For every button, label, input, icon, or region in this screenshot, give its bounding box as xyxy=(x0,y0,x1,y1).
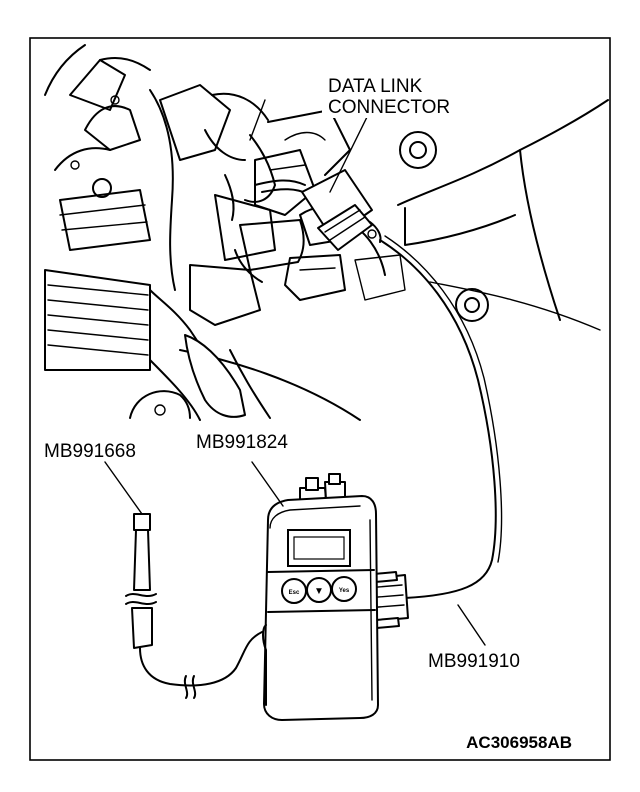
leader-mb991910 xyxy=(457,604,486,646)
leader-mb991668 xyxy=(104,461,143,515)
tester-button-right-label: Yes xyxy=(339,588,350,594)
leader-mb991824 xyxy=(251,461,284,507)
tester-button-right: Yes xyxy=(331,576,357,602)
callout-data-link-connector-line1: DATA LINK xyxy=(328,76,423,97)
cable-mb991910 xyxy=(379,239,497,599)
callout-mb991910: MB991910 xyxy=(428,651,520,672)
callout-mb991824: MB991824 xyxy=(196,432,288,453)
leader-data-link-connector xyxy=(329,114,369,193)
callout-mb991668: MB991668 xyxy=(44,441,136,462)
cable-mb991910-inner xyxy=(384,235,503,563)
probe-mb991668 xyxy=(125,513,263,699)
figure-frame xyxy=(29,37,611,761)
vehicle-dashboard-area xyxy=(44,44,609,421)
figure-code: AC306958AB xyxy=(466,733,572,752)
tester-button-left-label: Esc xyxy=(289,590,300,596)
tester-button-left: Esc xyxy=(281,578,307,604)
callout-data-link-connector-line2: CONNECTOR xyxy=(328,97,450,118)
tester-button-middle: ▼ xyxy=(306,577,332,603)
tester-mb991824 xyxy=(262,473,379,721)
tester-button-middle-label: ▼ xyxy=(314,586,324,597)
data-link-connector xyxy=(301,169,382,251)
